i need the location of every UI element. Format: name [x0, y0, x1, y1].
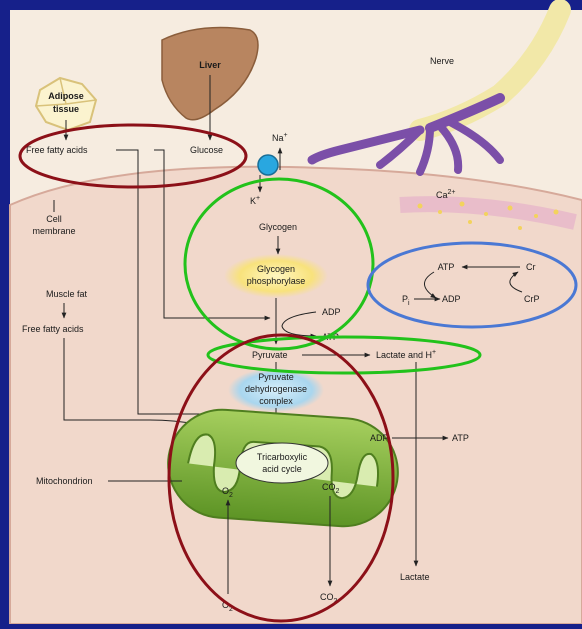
liver-label: Liver [199, 60, 221, 70]
glucose-label: Glucose [190, 145, 223, 155]
na-k-pump [258, 155, 278, 175]
free-fatty-acids-mid: Free fatty acids [22, 324, 84, 334]
pdh-label-1: Pyruvate [258, 372, 294, 382]
pdh-label-2: dehydrogenase [245, 384, 307, 394]
glycogen-label: Glycogen [259, 222, 297, 232]
atp-cr-label: ATP [438, 262, 455, 272]
adp-right-label: ADP [370, 433, 389, 443]
tca-cycle [236, 443, 328, 483]
crp-label: CrP [524, 294, 540, 304]
cell-membrane-label-2: membrane [32, 226, 75, 236]
atp-right-label: ATP [452, 433, 469, 443]
phosphorylase-label-1: Glycogen [257, 264, 295, 274]
tca-label-1: Tricarboxylic [257, 452, 308, 462]
pyruvate-label: Pyruvate [252, 350, 288, 360]
lactate-label: Lactate [400, 572, 430, 582]
phosphorylase-label-2: phosphorylase [247, 276, 306, 286]
muscle-fat-label: Muscle fat [46, 289, 88, 299]
adp-top-label: ADP [322, 307, 341, 317]
adipose-label-1: Adipose [48, 91, 84, 101]
cell-membrane-label-1: Cell [46, 214, 62, 224]
nerve-label: Nerve [430, 56, 454, 66]
adp-cr-label: ADP [442, 294, 461, 304]
lactate-h-label: Lactate and H+ [376, 349, 436, 360]
adipose-label-2: tissue [53, 104, 79, 114]
mitochondrion-label: Mitochondrion [36, 476, 93, 486]
tca-label-2: acid cycle [262, 464, 302, 474]
cr-label: Cr [526, 262, 536, 272]
pdh-label-3: complex [259, 396, 293, 406]
free-fatty-acids-top: Free fatty acids [26, 145, 88, 155]
